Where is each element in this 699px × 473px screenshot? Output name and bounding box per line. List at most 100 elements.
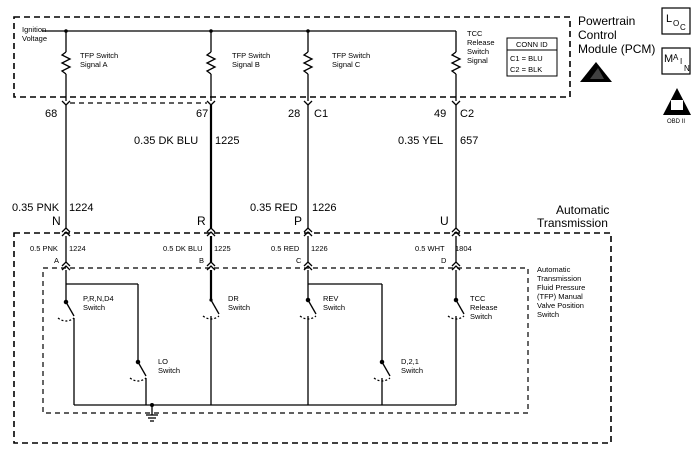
switch-lo-label-1: LO (158, 357, 168, 366)
switch-connector-pins (61, 261, 461, 271)
signal-d-label-3: Switch (467, 47, 489, 56)
main-icon: M A I N (661, 47, 691, 75)
switch-lo (66, 283, 147, 405)
switch-d21 (308, 283, 391, 405)
assembly-label-1: Automatic (537, 265, 571, 274)
switch-d21-label-1: D,2,1 (401, 357, 419, 366)
pcm-title-1: Powertrain (578, 14, 635, 28)
switch-rev (299, 270, 317, 405)
obd-ii-icon: OBD II (663, 88, 691, 125)
switch-dr-label-1: DR (228, 294, 239, 303)
assembly-label-4: (TFP) Manual (537, 292, 583, 301)
switch-rev-label-1: REV (323, 294, 338, 303)
svg-text:M: M (664, 53, 673, 65)
pin-c: C (296, 256, 302, 265)
harness-label-red: 0.35 RED (250, 202, 298, 214)
transmission-box (13, 232, 612, 444)
esd-sensitive-icon (580, 62, 612, 82)
trans-connector-upper (61, 227, 461, 237)
pin-a: A (54, 256, 59, 265)
ground-icon (146, 403, 158, 422)
switch-rev-label-2: Switch (323, 303, 345, 312)
signal-d-label-2: Release (467, 38, 495, 47)
inner-circuit-red: 1226 (311, 244, 328, 253)
ignition-label-1: Ignition (22, 25, 46, 34)
conn-letter-r: R (197, 214, 206, 228)
switch-tcc-release (447, 270, 465, 405)
switch-prnd4 (57, 270, 75, 405)
pcm-pin-49: 49 C2 (434, 100, 474, 120)
pcm-pin-67: 67 (196, 100, 216, 120)
conn-letter-p: P (294, 214, 302, 228)
switch-dr-label-2: Switch (228, 303, 250, 312)
svg-text:OBD II: OBD II (667, 119, 685, 125)
svg-text:67: 67 (196, 108, 208, 120)
signal-a-label-2: Signal A (80, 60, 108, 69)
conn-letter-u: U (440, 214, 449, 228)
ignition-label-2: Voltage (22, 34, 47, 43)
switch-prnd4-label-1: P,R,N,D4 (83, 294, 114, 303)
switch-tcc-label-3: Switch (470, 312, 492, 321)
conn-id-c2: C2 = BLK (510, 65, 542, 74)
switch-tcc-label-2: Release (470, 303, 498, 312)
pcm-title-2: Control (578, 28, 617, 42)
svg-text:A: A (673, 53, 679, 62)
pcm-resistor-a (60, 29, 72, 101)
signal-b-label-1: TFP Switch (232, 51, 270, 60)
switch-tcc-label-1: TCC (470, 294, 486, 303)
pcm-pin-28: 28 C1 (288, 100, 328, 120)
svg-text:O: O (673, 19, 679, 28)
pcm-title-3: Module (PCM) (578, 42, 655, 56)
loc-icon: L O C (661, 7, 691, 35)
harness-circuit-red: 1226 (312, 202, 336, 214)
transmission-title-2: Transmission (537, 216, 608, 230)
signal-b-label-2: Signal B (232, 60, 260, 69)
inner-label-dkblu: 0.5 DK BLU (163, 244, 203, 253)
pin-b: B (199, 256, 204, 265)
signal-d-label-1: TCC (467, 29, 483, 38)
harness-label-yel: 0.35 YEL (398, 135, 443, 147)
conn-letter-n: N (52, 214, 61, 228)
harness-circuit-dkblu: 1225 (215, 135, 239, 147)
inner-label-pnk: 0.5 PNK (30, 244, 58, 253)
pcm-box (13, 16, 571, 98)
signal-c-label-2: Signal C (332, 60, 361, 69)
switch-d21-label-2: Switch (401, 366, 423, 375)
switch-prnd4-label-2: Switch (83, 303, 105, 312)
svg-text:C: C (680, 23, 686, 32)
conn-id-c1: C1 = BLU (510, 54, 543, 63)
svg-text:N: N (684, 64, 690, 73)
assembly-label-3: Fluid Pressure (537, 283, 585, 292)
signal-d-label-4: Signal (467, 56, 488, 65)
inner-label-red: 0.5 RED (271, 244, 300, 253)
pcm-resistor-d (450, 31, 462, 101)
inner-circuit-wht: 1804 (455, 244, 472, 253)
signal-a-label-1: TFP Switch (80, 51, 118, 60)
pcm-resistor-b (205, 29, 217, 101)
svg-text:28: 28 (288, 108, 300, 120)
svg-text:49: 49 (434, 108, 446, 120)
svg-text:L: L (666, 13, 672, 25)
signal-c-label-1: TFP Switch (332, 51, 370, 60)
inner-label-wht: 0.5 WHT (415, 244, 445, 253)
conn-id-table: CONN ID C1 = BLU C2 = BLK (506, 37, 558, 77)
svg-text:C1: C1 (314, 108, 328, 120)
harness-label-dkblu: 0.35 DK BLU (134, 135, 198, 147)
harness-circuit-pnk: 1224 (69, 202, 93, 214)
pin-d: D (441, 256, 447, 265)
inner-circuit-pnk: 1224 (69, 244, 86, 253)
assembly-label-6: Switch (537, 310, 559, 319)
svg-text:68: 68 (45, 108, 57, 120)
switch-lo-label-2: Switch (158, 366, 180, 375)
conn-id-title: CONN ID (516, 40, 548, 49)
assembly-label-2: Transmission (537, 274, 581, 283)
pcm-resistor-c (302, 29, 314, 101)
harness-circuit-yel: 657 (460, 135, 478, 147)
svg-text:I: I (680, 57, 682, 66)
transmission-title-1: Automatic (556, 203, 609, 217)
switch-dr (202, 270, 220, 405)
svg-text:C2: C2 (460, 108, 474, 120)
switch-assembly-box (42, 267, 529, 414)
inner-circuit-dkblu: 1225 (214, 244, 231, 253)
